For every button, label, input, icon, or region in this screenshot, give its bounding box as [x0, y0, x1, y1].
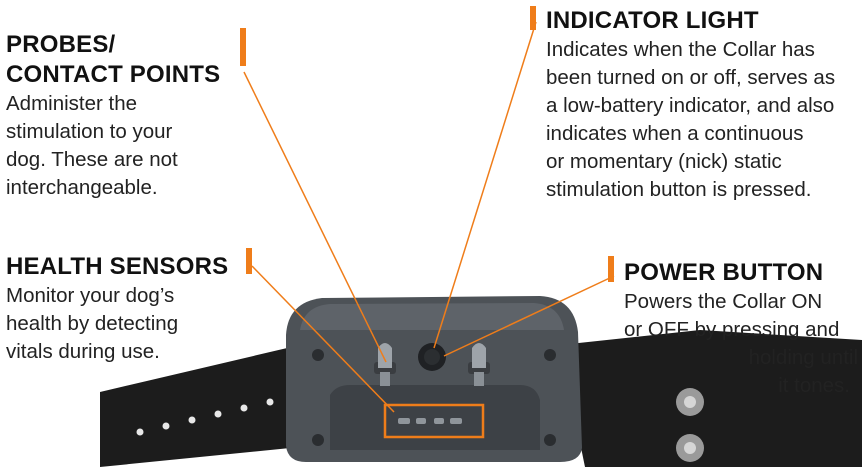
indicator-callout: INDICATOR LIGHT Indicates when the Colla…: [546, 6, 862, 204]
collar-lower-panel: [330, 385, 540, 450]
accent-bar-power: [608, 256, 614, 282]
leader-health: [251, 265, 395, 413]
probe-icon: [374, 343, 396, 386]
indicator-desc-line: Indicates when the Collar has: [546, 38, 815, 61]
health-sensor-icon: [398, 418, 462, 424]
probes-desc-line: dog. These are not: [6, 148, 178, 171]
collar-top: [300, 303, 564, 330]
collar-screws: [312, 349, 556, 446]
accent-bar-probes: [240, 28, 246, 66]
indicator-light-icon: [418, 343, 446, 371]
leader-lines: [243, 21, 615, 413]
power-desc-line: Powers the Collar ON: [624, 290, 823, 313]
power-title: POWER BUTTON: [624, 259, 824, 286]
strap-holes: [136, 398, 274, 436]
indicator-desc-line: or momentary (nick) static: [546, 150, 782, 173]
power-desc-line: holding until: [748, 346, 858, 369]
indicator-desc-line: a low-battery indicator, and also: [546, 94, 835, 117]
health-title: HEALTH SENSORS: [6, 253, 229, 280]
indicator-title: INDICATOR LIGHT: [546, 7, 759, 34]
accent-bar-indicator: [530, 6, 536, 30]
health-desc-line: Monitor your dog’s: [6, 284, 175, 307]
collar-strap-right: [560, 330, 862, 467]
probes-desc-line: stimulation to your: [6, 120, 173, 143]
indicator-desc-line: stimulation button is pressed.: [546, 178, 812, 201]
probes-title-line2: CONTACT POINTS: [6, 61, 221, 88]
probes-desc-line: interchangeable.: [6, 176, 158, 199]
leader-indicator: [433, 21, 537, 349]
probes-desc-line: Administer the: [6, 92, 138, 115]
health-desc-line: vitals during use.: [6, 340, 160, 363]
leader-probes: [243, 71, 387, 363]
health-sensor-highlight: [383, 403, 485, 439]
power-desc-line: or OFF by pressing and: [624, 318, 840, 341]
indicator-desc-line: indicates when a continuous: [546, 122, 804, 145]
leader-power: [443, 275, 615, 357]
health-desc-line: health by detecting: [6, 312, 179, 335]
power-desc-line: it tones.: [778, 374, 850, 397]
accent-bar-health: [246, 248, 252, 274]
health-callout: HEALTH SENSORS Monitor your dog’s health…: [6, 252, 238, 366]
power-callout: POWER BUTTON Powers the Collar ON or OFF…: [624, 258, 862, 400]
strap-rivets: [676, 388, 704, 462]
probes-title-line1: PROBES/: [6, 31, 116, 58]
indicator-desc-line: been turned on or off, serves as: [546, 66, 836, 89]
probe-icon: [468, 343, 490, 386]
probes-callout: PROBES/ CONTACT POINTS Administer the st…: [6, 30, 238, 202]
collar-strap-left: [100, 345, 320, 467]
